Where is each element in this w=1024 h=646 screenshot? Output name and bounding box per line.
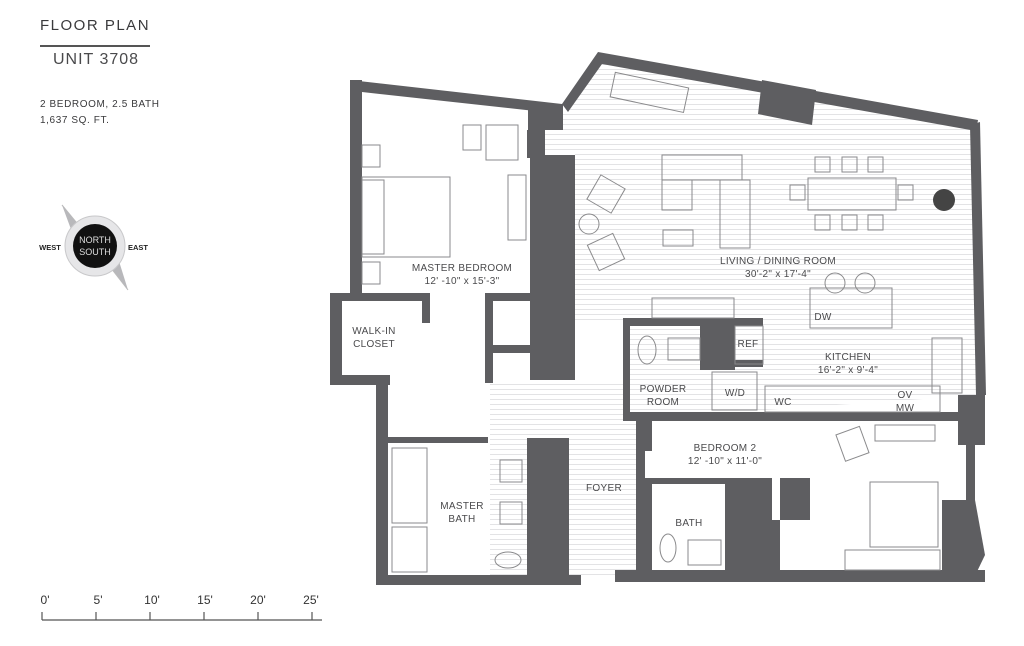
scale-label: 15' <box>197 593 213 607</box>
powder-room-label-1: POWDER <box>640 384 687 395</box>
master-bedroom-dims: 12' -10" x 15'-3" <box>425 276 500 287</box>
compass-center <box>73 224 117 268</box>
compass-east: EAST <box>128 243 148 252</box>
scale-bar: 0' 5' 10' 15' 20' 25' <box>41 593 322 621</box>
powder-room-label-2: ROOM <box>647 397 679 408</box>
compass-south: SOUTH <box>79 247 111 257</box>
microwave-label: MW <box>896 403 915 414</box>
scale-label: 20' <box>250 593 266 607</box>
walls <box>330 52 986 585</box>
bedroom-2-dims: 12' -10" x 11'-0" <box>688 456 762 467</box>
living-dining-label: LIVING / DINING ROOM <box>720 256 836 267</box>
foyer-label: FOYER <box>586 483 622 494</box>
unit-number: UNIT 3708 <box>53 51 140 68</box>
compass-rose: NORTH SOUTH WEST EAST <box>39 204 148 291</box>
floor-plan-title: FLOOR PLAN <box>40 17 151 34</box>
scale-label: 25' <box>303 593 319 607</box>
living-dining-dims: 30'-2" x 17'-4" <box>745 269 811 280</box>
oven-label: OV <box>897 390 912 401</box>
walk-in-closet-label-1: WALK-IN <box>352 326 395 337</box>
washer-dryer-label: W/D <box>725 388 745 399</box>
furniture <box>361 71 963 573</box>
compass-north: NORTH <box>79 235 111 245</box>
bedroom-bath-count: 2 BEDROOM, 2.5 BATH <box>40 99 160 110</box>
planter <box>933 189 955 211</box>
bedroom-2-label: BEDROOM 2 <box>694 443 757 454</box>
scale-label: 0' <box>41 593 50 607</box>
master-bath-label-2: BATH <box>448 514 475 525</box>
walk-in-closet-label-2: CLOSET <box>353 339 395 350</box>
master-bath-label-1: MASTER <box>440 501 483 512</box>
master-bedroom-label: MASTER BEDROOM <box>412 263 512 274</box>
dishwasher-label: DW <box>814 312 832 323</box>
scale-ticks <box>41 612 313 620</box>
kitchen-dims: 16'-2" x 9'-4" <box>818 365 878 376</box>
wine-cooler-label: WC <box>774 397 791 408</box>
scale-label: 10' <box>144 593 160 607</box>
refrigerator-label: REF <box>738 339 759 350</box>
kitchen-label: KITCHEN <box>825 352 871 363</box>
bath-label: BATH <box>675 518 702 529</box>
title-divider <box>40 45 150 47</box>
square-footage: 1,637 SQ. FT. <box>40 115 110 126</box>
scale-label: 5' <box>94 593 103 607</box>
compass-west: WEST <box>39 243 61 252</box>
